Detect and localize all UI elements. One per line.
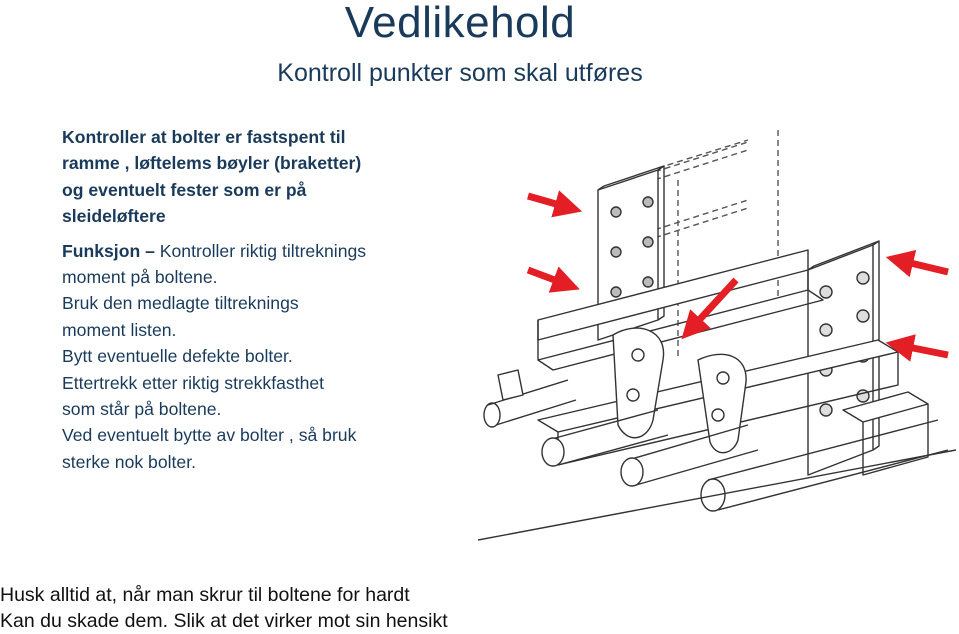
funksjon-text: Kontroller riktig tiltreknings [154, 240, 367, 261]
body-line: moment listen. [62, 319, 177, 340]
funksjon-label: Funksjon – [62, 240, 155, 261]
body-line: Ved eventuelt bytte av bolter , så bruk [62, 425, 357, 446]
intro-line: Kontroller at bolter er fastspent til [62, 127, 346, 147]
intro-line: sleideløftere [62, 206, 166, 227]
footer-line-1: Husk alltid at, når man skrur til bolten… [0, 584, 410, 606]
page-title: Vedlikehold [344, 0, 576, 47]
body-line: sterke nok bolter. [62, 451, 196, 472]
intro-line: og eventuelt fester som er på [62, 179, 307, 200]
footer-note: Husk alltid at, når man skrur til bolten… [0, 582, 959, 634]
footer-line-2: Kan du skade dem. Slik at det virker mot… [0, 610, 448, 632]
body-line: Bytt eventuelle defekte bolter. [62, 346, 293, 367]
body-line: Bruk den medlagte tiltreknings [62, 293, 299, 314]
intro-line: ramme , løftelems bøyler (braketter) [62, 153, 362, 174]
funksjon-line: Funksjon – Kontroller riktig tiltrekning… [62, 238, 482, 264]
body-line: moment på boltene. [62, 267, 218, 288]
instructions-text: Kontroller at bolter er fastspent til ra… [62, 124, 482, 475]
body-line: Ettertrekk etter riktig strekkfasthet [62, 372, 325, 393]
body-line: som står på boltene. [62, 399, 222, 420]
page-subtitle: Kontroll punkter som skal utføres [277, 59, 643, 87]
bracket-assembly-illustration [478, 130, 956, 541]
